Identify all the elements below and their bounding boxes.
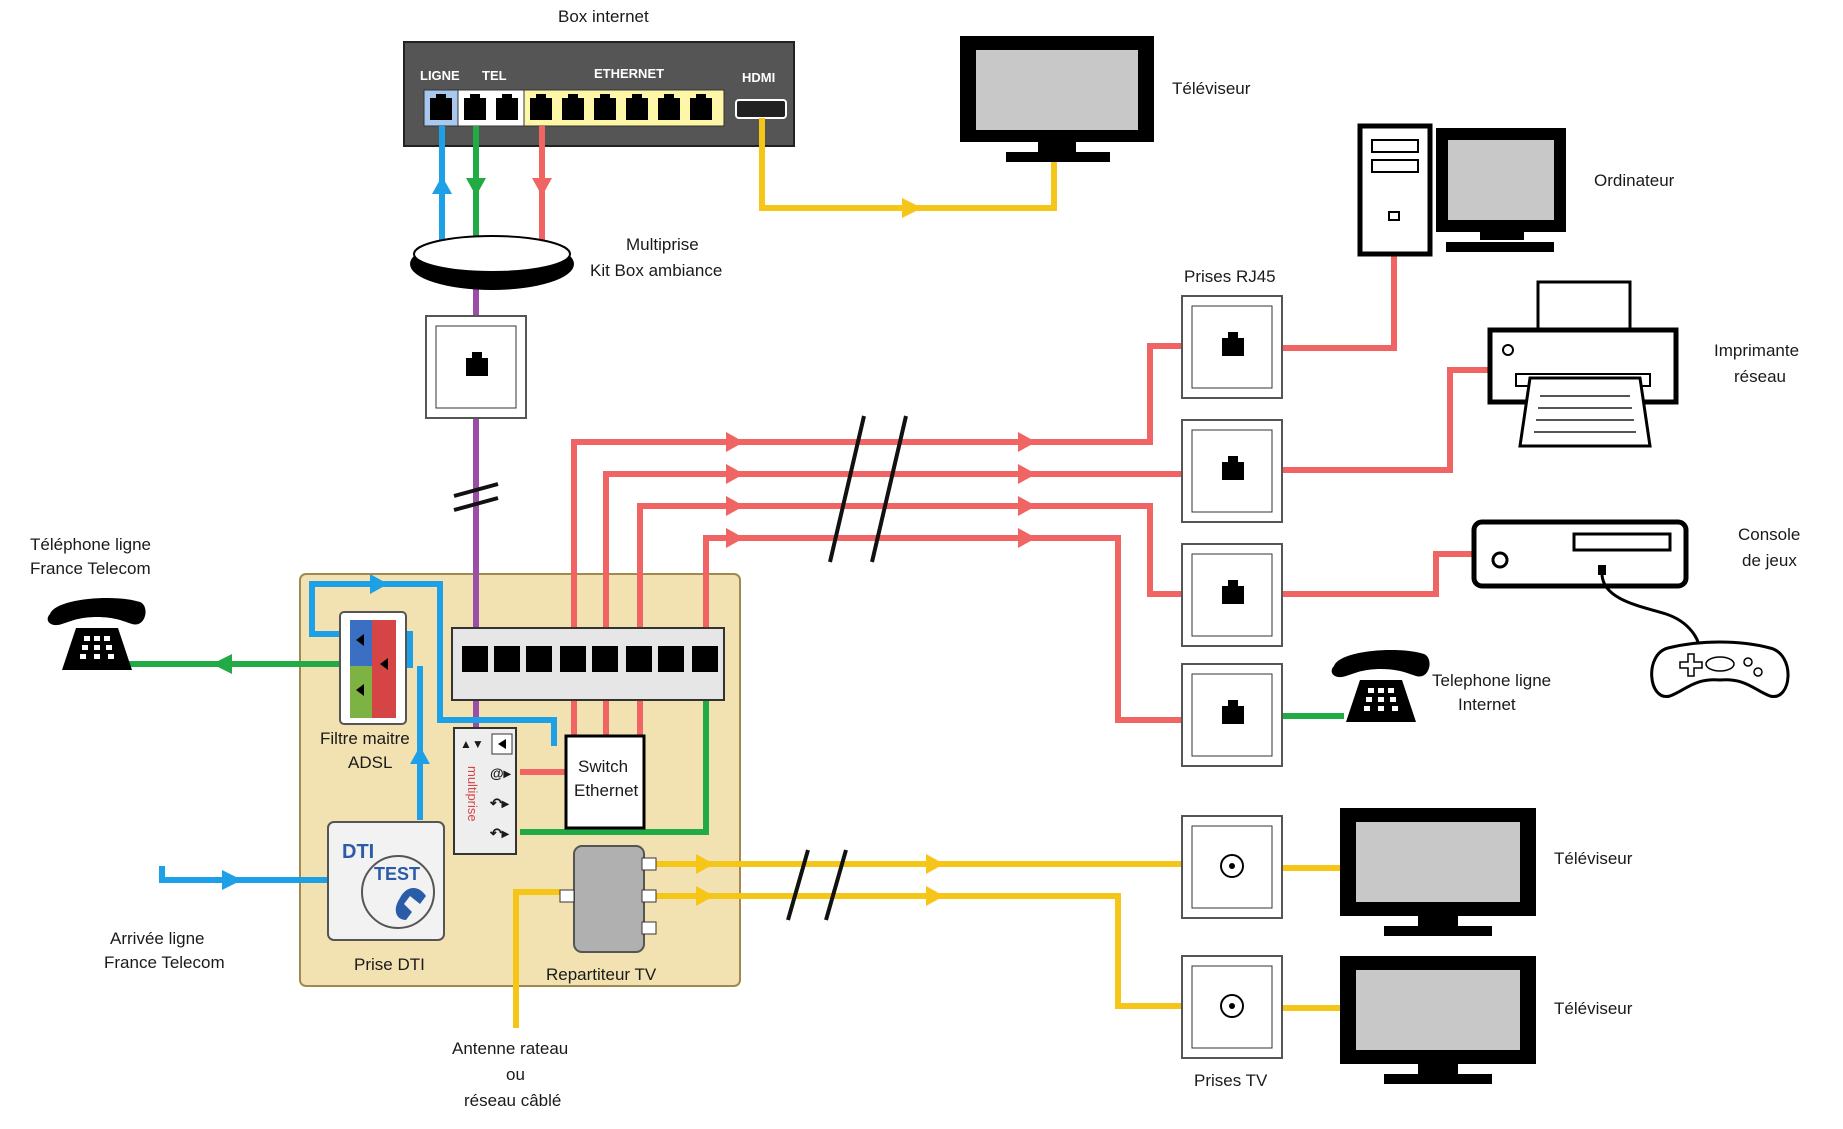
hdmi-port: [735, 99, 787, 119]
phone-internet-label-1: Telephone ligne: [1432, 671, 1551, 690]
multiprise-label-2: Kit Box ambiance: [590, 261, 722, 280]
phone-internet-icon: [1331, 650, 1430, 722]
rj45-outlet-1: [1181, 295, 1283, 399]
dti-outlet: DTI TEST: [327, 821, 445, 941]
computer-icon: [1357, 123, 1566, 257]
printer-label-2: réseau: [1734, 367, 1786, 386]
tv-outlet-2: [1181, 955, 1283, 1059]
port-label-tel: TEL: [482, 68, 507, 83]
rj45-outlet-2: [1181, 419, 1283, 523]
console-label-2: de jeux: [1742, 551, 1797, 570]
multiprise-kit-box: [410, 235, 574, 290]
tv-outlet-1: [1181, 815, 1283, 919]
arrivee-label-1: Arrivée ligne: [110, 929, 205, 948]
tv-top-icon: [960, 36, 1154, 162]
tv-middle-label: Téléviseur: [1554, 849, 1633, 868]
svg-text:▲▼: ▲▼: [460, 737, 484, 751]
rj45-outlet-3: [1181, 543, 1283, 647]
filter-label-2: ADSL: [348, 753, 392, 772]
game-console-icon: [1471, 519, 1702, 653]
switch-label-2: Ethernet: [574, 781, 639, 800]
switch-ethernet-box: [564, 734, 646, 830]
svg-text:↶▸: ↶▸: [489, 825, 510, 841]
port-label-ethernet: ETHERNET: [594, 66, 664, 81]
computer-label: Ordinateur: [1594, 171, 1675, 190]
tv-middle-icon: [1340, 808, 1536, 936]
dti-test: TEST: [374, 864, 420, 884]
splitter-label: Repartiteur TV: [546, 965, 657, 984]
phone-france-telecom-icon: [47, 598, 146, 670]
antenna-label-2: ou: [506, 1065, 525, 1084]
phone-internet-label-2: Internet: [1458, 695, 1516, 714]
antenna-label-3: réseau câblé: [464, 1091, 561, 1110]
tv-top-label: Téléviseur: [1172, 79, 1251, 98]
tv-splitter: [559, 845, 657, 953]
console-label-1: Console: [1738, 525, 1800, 544]
arrivee-label-2: France Telecom: [104, 953, 225, 972]
box-internet-label: Box internet: [558, 7, 649, 26]
tv-bottom-icon: [1340, 956, 1536, 1084]
phone-ft-label-2: France Telecom: [30, 559, 151, 578]
prises-rj45-label: Prises RJ45: [1184, 267, 1276, 286]
cable-break-marks: [453, 415, 908, 921]
tv-bottom-label: Téléviseur: [1554, 999, 1633, 1018]
rj45-outlet-4: [1181, 663, 1283, 767]
printer-icon: [1487, 280, 1679, 448]
printer-label-1: Imprimante: [1714, 341, 1799, 360]
adsl-master-filter: [339, 611, 407, 725]
prise-dti-label: Prise DTI: [354, 955, 425, 974]
multiprise-label-1: Multiprise: [626, 235, 699, 254]
dti-phone-icon: [395, 887, 426, 920]
filter-label-1: Filtre maitre: [320, 729, 410, 748]
multiprise-vertical-label: multiprise: [465, 766, 480, 822]
port-label-hdmi: HDMI: [742, 70, 775, 85]
box-port-icons: [430, 94, 712, 120]
internet-box: LIGNE TEL ETHERNET HDMI: [403, 41, 795, 147]
switch-label-1: Switch: [578, 757, 628, 776]
gamepad-icon: [1650, 640, 1790, 698]
flow-arrows: [212, 176, 1036, 906]
svg-text:↶▸: ↶▸: [489, 795, 510, 811]
ethernet-patch-panel: [451, 627, 725, 701]
antenna-label-1: Antenne rateau: [452, 1039, 568, 1058]
phone-ft-label-1: Téléphone ligne: [30, 535, 151, 554]
panel-multiprise-module: ▲▼ @▸ ↶▸ ↶▸ multiprise: [453, 727, 517, 855]
rj45-wall-outlet: [425, 315, 527, 419]
port-label-ligne: LIGNE: [420, 68, 460, 83]
prises-tv-label: Prises TV: [1194, 1071, 1268, 1090]
dti-title: DTI: [342, 841, 374, 863]
svg-text:@▸: @▸: [490, 765, 512, 781]
